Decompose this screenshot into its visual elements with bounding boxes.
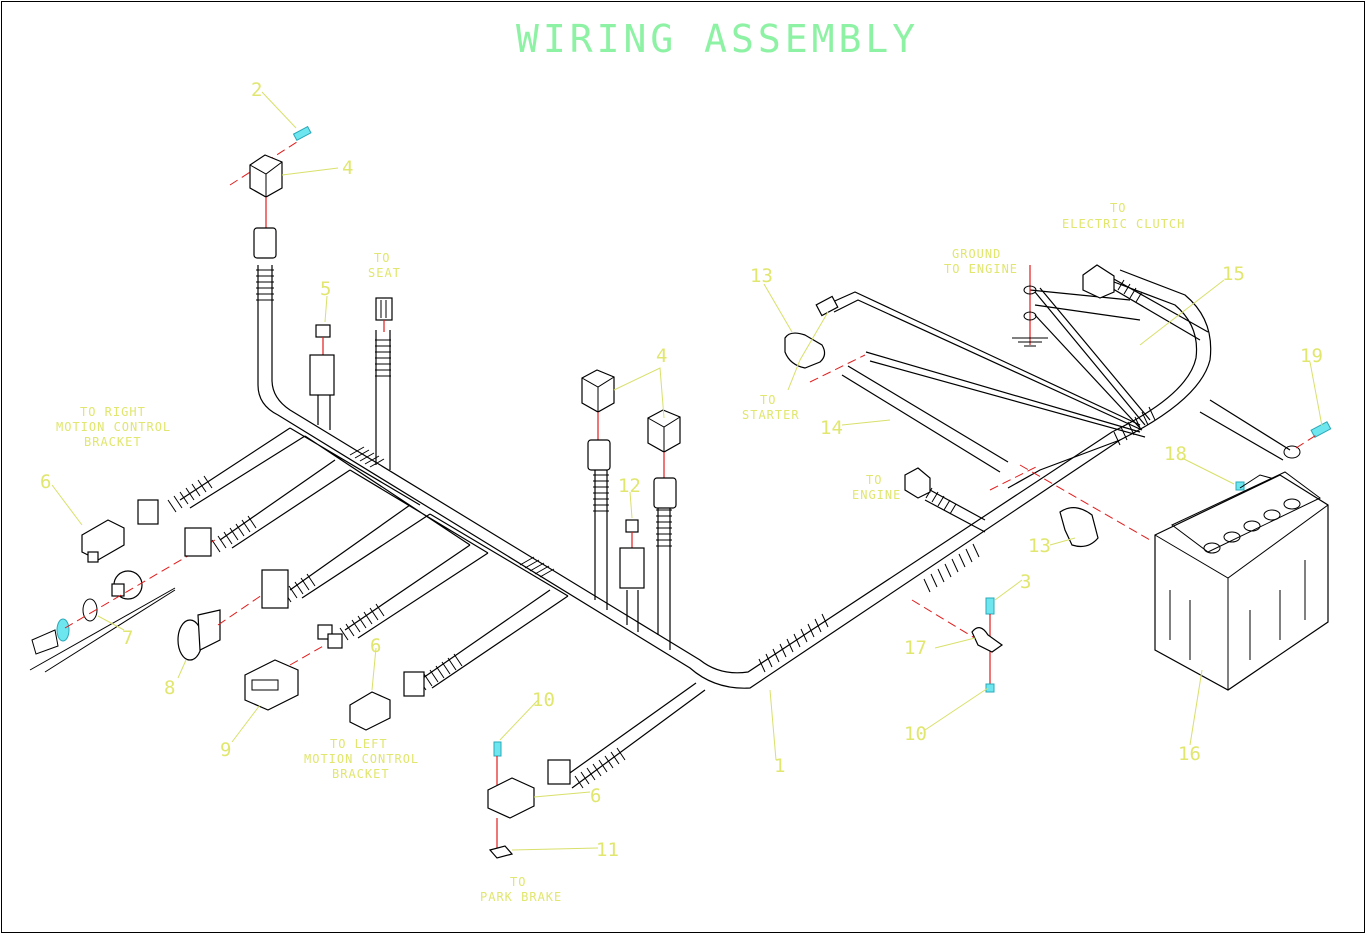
callout-6-park: 6 xyxy=(590,785,601,807)
callout-4-center: 4 xyxy=(656,345,667,367)
harness-branches-left xyxy=(167,265,706,789)
relay-4-center-b xyxy=(647,409,681,509)
callout-1: 1 xyxy=(774,755,785,777)
callout-8: 8 xyxy=(164,677,175,699)
ground-symbol xyxy=(1012,265,1048,347)
fuse-12 xyxy=(619,519,645,589)
callout-3: 3 xyxy=(1020,571,1031,593)
bolt-19 xyxy=(1283,421,1332,459)
centerline-engine xyxy=(989,464,1041,491)
switch-7-assembly xyxy=(29,527,216,673)
callout-6-left: 6 xyxy=(370,635,381,657)
callout-12: 12 xyxy=(618,475,641,497)
engine-connector xyxy=(904,467,931,499)
seat-connector xyxy=(375,297,393,332)
note-ground-1: GROUND xyxy=(952,247,1001,261)
harness-branches-right xyxy=(827,277,1291,533)
callouts: 2 4 5 4 12 6 7 8 9 6 10 6 11 1 13 14 15 … xyxy=(40,79,1323,861)
park-brake-switch xyxy=(487,741,571,859)
note-park-brake-1: TO xyxy=(510,875,526,889)
callout-16: 16 xyxy=(1178,743,1201,765)
note-starter-1: TO xyxy=(760,393,776,407)
relay-4-top xyxy=(249,154,283,259)
note-left-motion-3: BRACKET xyxy=(332,767,390,781)
callout-13-top: 13 xyxy=(750,265,773,287)
note-park-brake-2: PARK BRAKE xyxy=(480,890,562,904)
callout-11: 11 xyxy=(596,839,619,861)
starter-boot-13 xyxy=(784,295,866,383)
battery-16 xyxy=(1154,471,1329,691)
callout-6-right: 6 xyxy=(40,471,51,493)
note-engine-2: ENGINE xyxy=(852,488,901,502)
lamp-8 xyxy=(177,569,289,661)
boot-13-lower xyxy=(1059,507,1099,548)
callout-18: 18 xyxy=(1164,443,1187,465)
battery-centerline xyxy=(1019,464,1151,541)
note-right-motion-3: BRACKET xyxy=(84,435,142,449)
hourmeter-9 xyxy=(244,624,343,711)
note-right-motion-2: MOTION CONTROL xyxy=(56,420,171,434)
note-seat-2: SEAT xyxy=(368,266,401,280)
clamp-assembly xyxy=(971,597,1004,693)
callout-5: 5 xyxy=(320,278,331,300)
callout-7: 7 xyxy=(122,627,133,649)
note-starter-2: STARTER xyxy=(742,408,800,422)
note-left-motion-2: MOTION CONTROL xyxy=(304,752,419,766)
note-engine-1: TO xyxy=(866,473,882,487)
note-clutch-2: ELECTRIC CLUTCH xyxy=(1062,217,1185,231)
fuse-5 xyxy=(309,324,335,396)
callout-17: 17 xyxy=(904,637,927,659)
relay-4-center-a xyxy=(581,369,615,471)
callout-14: 14 xyxy=(820,417,843,439)
diagram-title: WIRING ASSEMBLY xyxy=(516,17,919,61)
main-harness xyxy=(257,269,1212,689)
callout-4-top: 4 xyxy=(342,157,353,179)
callout-10-clamp: 10 xyxy=(904,723,927,745)
clamp-centerline xyxy=(911,599,979,641)
callout-13-lower: 13 xyxy=(1028,535,1051,557)
note-right-motion-1: TO RIGHT xyxy=(80,405,146,419)
harness-branches-center xyxy=(593,470,672,650)
switch-6-left-bracket xyxy=(349,671,425,731)
callout-9: 9 xyxy=(220,739,231,761)
leader-lines xyxy=(51,91,1323,851)
callout-2-top: 2 xyxy=(251,79,262,101)
harness-ribbing xyxy=(349,406,1156,673)
bolt-2-top xyxy=(229,125,312,186)
note-seat-1: TO xyxy=(374,251,390,265)
callout-15: 15 xyxy=(1222,263,1245,285)
note-ground-2: TO ENGINE xyxy=(944,262,1018,276)
note-left-motion-1: TO LEFT xyxy=(330,737,388,751)
callout-19: 19 xyxy=(1300,345,1323,367)
callout-10-park: 10 xyxy=(532,689,555,711)
switch-6-right-bracket xyxy=(81,499,159,563)
clutch-connector xyxy=(1082,264,1115,299)
note-clutch-1: TO xyxy=(1110,201,1126,215)
notes: TO SEAT TO RIGHT MOTION CONTROL BRACKET … xyxy=(56,201,1185,904)
